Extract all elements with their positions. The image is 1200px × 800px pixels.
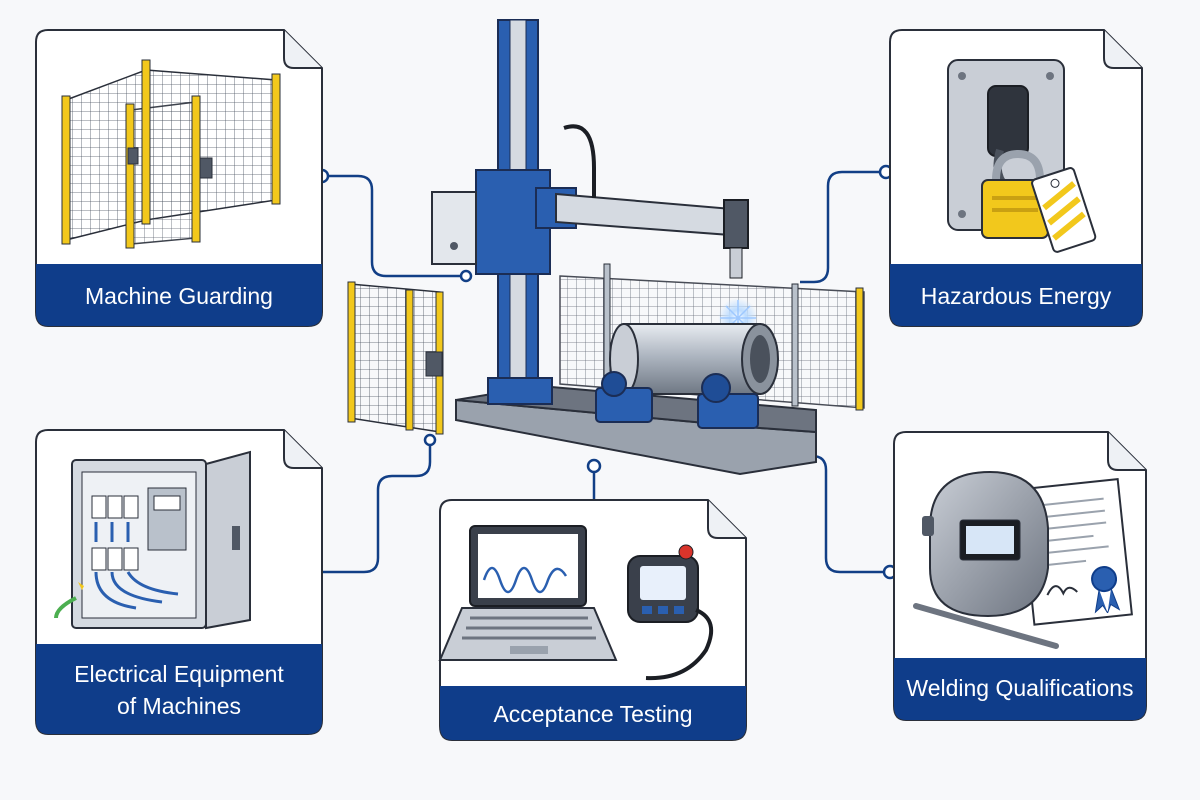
node-machine-center-left xyxy=(459,269,473,283)
card-electrical-equipment[interactable]: Electrical Equipment of Machines xyxy=(35,429,323,735)
card-title-welding-qualifications: Welding Qualifications xyxy=(906,675,1133,701)
welding-helmet-certificate-icon xyxy=(913,470,1133,649)
card-title-acceptance-testing: Acceptance Testing xyxy=(493,701,692,727)
card-title-machine-guarding: Machine Guarding xyxy=(85,283,273,309)
connectors xyxy=(310,170,890,574)
lockout-padlock-icon xyxy=(947,59,1097,253)
node-machine-gate xyxy=(423,433,437,447)
column-boom-welding-machine-icon xyxy=(347,19,865,476)
card-title-electrical-equipment-line1: Electrical Equipment xyxy=(74,661,284,687)
electrical-cabinet-icon xyxy=(54,450,251,630)
connector-electrical-equipment xyxy=(310,440,432,574)
connector-machine-guarding xyxy=(322,174,466,278)
connector-hazardous-energy xyxy=(800,170,886,284)
laptop-pendant-icon xyxy=(438,525,714,681)
card-hazardous-energy[interactable]: Hazardous Energy xyxy=(889,29,1143,327)
card-machine-guarding[interactable]: Machine Guarding xyxy=(35,29,323,327)
card-title-electrical-equipment-line2: of Machines xyxy=(117,693,241,719)
node-acceptance-testing xyxy=(586,458,602,474)
card-acceptance-testing[interactable]: Acceptance Testing xyxy=(438,499,747,741)
connector-welding-qualifications xyxy=(780,454,890,574)
card-welding-qualifications[interactable]: Welding Qualifications xyxy=(893,431,1147,721)
card-title-hazardous-energy: Hazardous Energy xyxy=(921,283,1112,309)
safety-fence-icon xyxy=(61,59,281,249)
